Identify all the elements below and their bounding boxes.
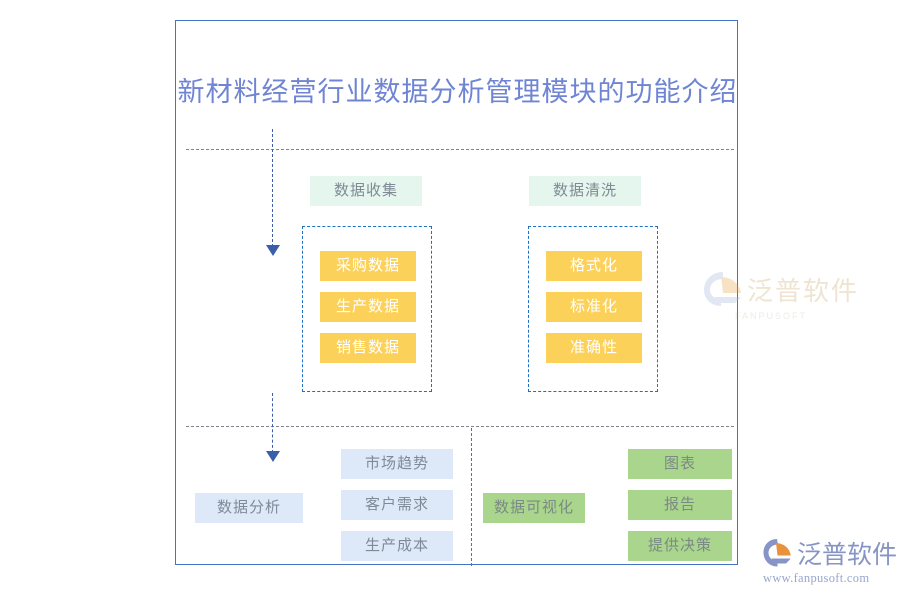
arrow-stem <box>272 129 273 247</box>
watermark-logo-icon <box>701 269 747 309</box>
stage-label-data-visualization[interactable]: 数据可视化 <box>483 493 585 523</box>
page-title: 新材料经营行业数据分析管理模块的功能介绍 <box>177 77 738 107</box>
brand-logo: 泛普软件 www.fanpusoft.com <box>762 536 898 592</box>
arrow-head <box>266 245 280 256</box>
chip-sales-data[interactable]: 销售数据 <box>320 333 416 363</box>
fanpusoft-logo-icon <box>762 538 794 568</box>
group-box-data-cleaning <box>528 226 658 392</box>
chip-production-data[interactable]: 生产数据 <box>320 292 416 322</box>
chip-customer-demand[interactable]: 客户需求 <box>341 490 453 520</box>
chip-decision-support[interactable]: 提供决策 <box>628 531 732 561</box>
group-box-data-collection <box>302 226 432 392</box>
divider-vertical-bottom <box>471 428 472 566</box>
arrow-stem <box>272 393 273 453</box>
watermark-subtext: FANPUSOFT <box>735 311 808 321</box>
chip-market-trend[interactable]: 市场趋势 <box>341 449 453 479</box>
stage-header-data-cleaning[interactable]: 数据清洗 <box>529 176 641 206</box>
chip-reports[interactable]: 报告 <box>628 490 732 520</box>
stage-label-data-analysis[interactable]: 数据分析 <box>195 493 303 523</box>
chip-production-cost[interactable]: 生产成本 <box>341 531 453 561</box>
chip-accuracy[interactable]: 准确性 <box>546 333 642 363</box>
diagram-frame: 新材料经营行业数据分析管理模块的功能介绍 泛普软件 FANPUSOFT 数据收集… <box>175 20 857 566</box>
chip-standardization[interactable]: 标准化 <box>546 292 642 322</box>
divider-top <box>186 149 734 150</box>
brand-name: 泛普软件 <box>797 541 898 569</box>
stage-header-data-collection[interactable]: 数据收集 <box>310 176 422 206</box>
watermark: 泛普软件 FANPUSOFT <box>701 269 861 349</box>
brand-url: www.fanpusoft.com <box>763 571 870 585</box>
watermark-text: 泛普软件 <box>747 275 860 306</box>
chip-purchase-data[interactable]: 采购数据 <box>320 251 416 281</box>
arrow-head <box>266 451 280 462</box>
chip-charts[interactable]: 图表 <box>628 449 732 479</box>
divider-middle <box>186 426 734 427</box>
chip-formatting[interactable]: 格式化 <box>546 251 642 281</box>
